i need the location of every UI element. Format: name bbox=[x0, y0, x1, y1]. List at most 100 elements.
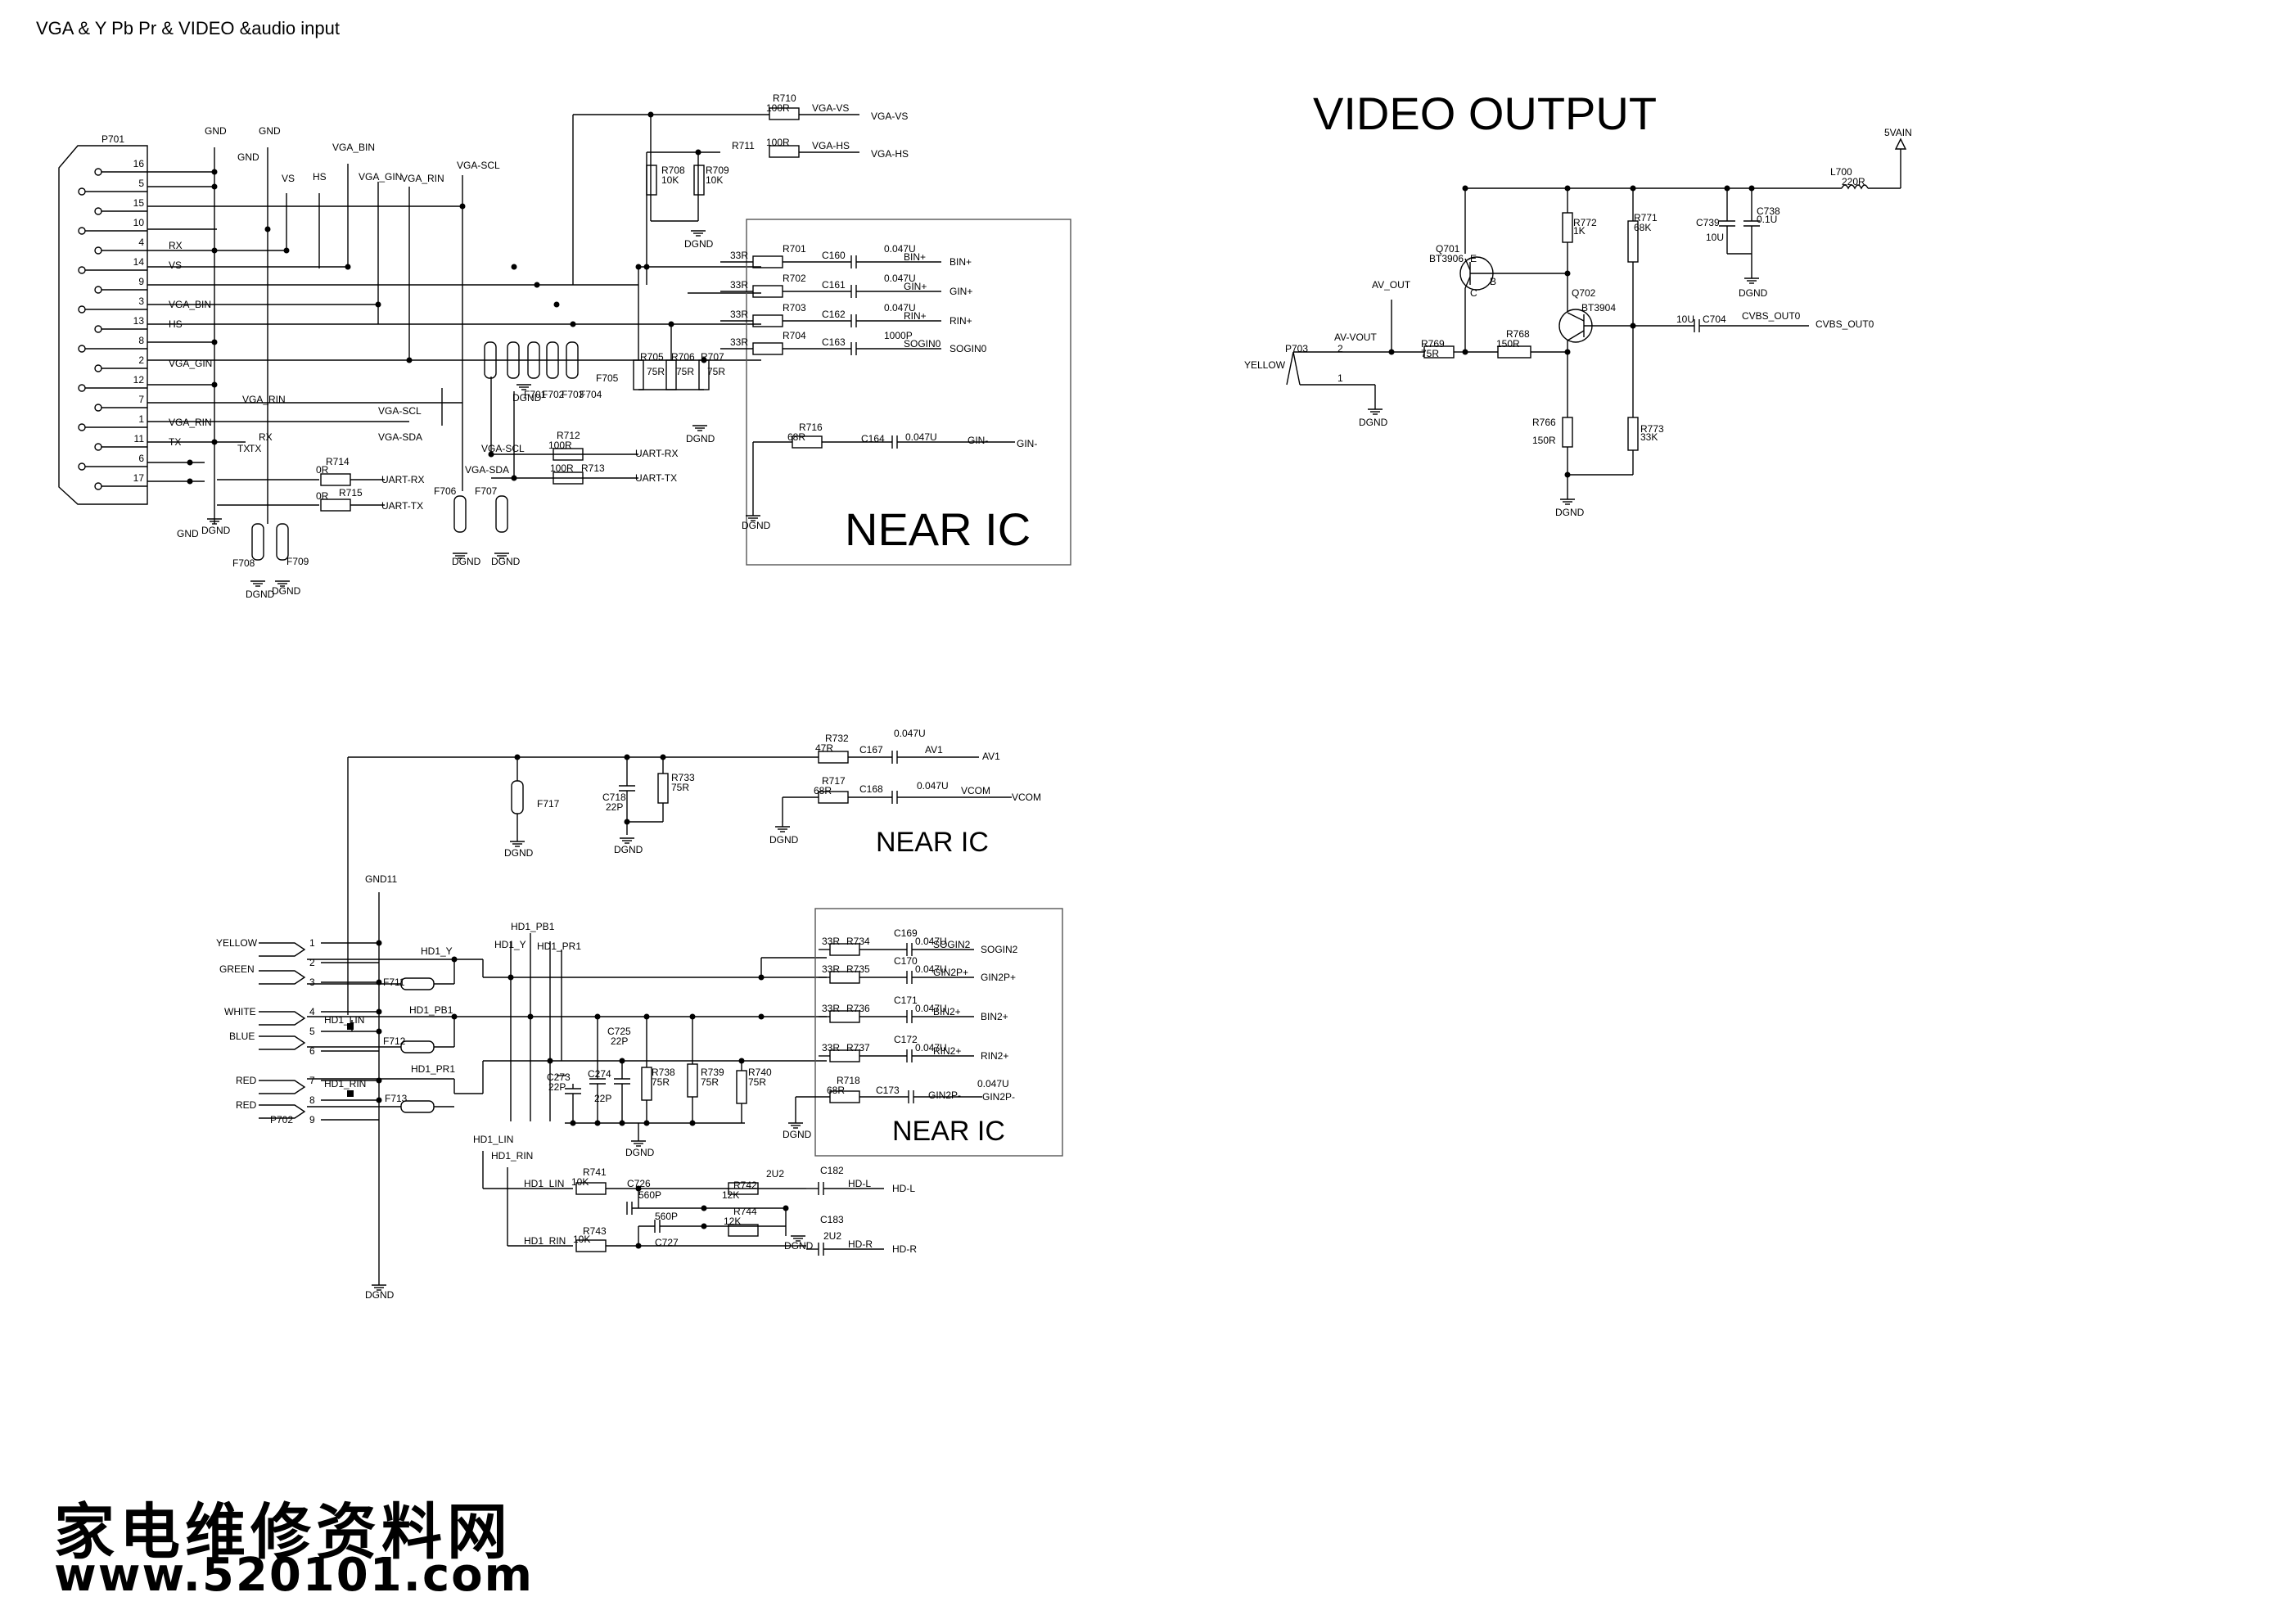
c739-val: 10U bbox=[1706, 232, 1724, 243]
l700-val: 220R bbox=[1842, 176, 1865, 187]
vga-pin-number: 2 bbox=[138, 354, 144, 366]
jack-pin-number: 4 bbox=[309, 1006, 315, 1017]
dgnd-p703: DGND bbox=[1359, 417, 1388, 428]
junction-dot bbox=[594, 1120, 601, 1126]
vga-pin-contact bbox=[78, 462, 86, 471]
c718-val: 22P bbox=[606, 801, 623, 813]
near-ic-3-resistor-ref: R734 bbox=[846, 936, 870, 947]
near-ic-1-cap-ref: C162 bbox=[822, 309, 846, 320]
q701-c: C bbox=[1470, 287, 1477, 299]
f709-ref: F709 bbox=[286, 556, 309, 567]
vga-pin-number: 11 bbox=[134, 433, 145, 444]
jack-pin-number: 8 bbox=[309, 1094, 315, 1106]
junction-dot bbox=[451, 956, 458, 963]
dgnd-jack: DGND bbox=[365, 1289, 395, 1301]
near-ic-3-resistor-ref: R736 bbox=[846, 1003, 870, 1014]
hd1-lin-port: HD1_LIN bbox=[473, 1134, 513, 1145]
r712-ref: R712 bbox=[557, 430, 580, 441]
video-output-circuit: 5VAIN L700 220R C739 10U C738 0.1U DGND … bbox=[1244, 127, 1912, 518]
dgnd-vga: DGND bbox=[201, 525, 231, 536]
junction-dot bbox=[1462, 185, 1468, 192]
p703-pin2: 2 bbox=[1337, 343, 1343, 354]
near-ic-1-cap-val: 0.047U bbox=[884, 302, 916, 314]
yellow-jack-label: YELLOW bbox=[216, 937, 258, 949]
near-ic-1-resistor-ref: R703 bbox=[783, 302, 806, 314]
junction-dot bbox=[1630, 323, 1636, 329]
c738-ref: C738 bbox=[1757, 205, 1780, 217]
c167-ref: C167 bbox=[859, 744, 883, 756]
near-ic-box-3 bbox=[814, 908, 1063, 1157]
near-ic-3-net: SOGIN2 bbox=[933, 939, 971, 950]
c273-ref: C273 bbox=[547, 1071, 571, 1083]
near-ic-1-net: SOGIN0 bbox=[904, 338, 941, 350]
uart-tx-port-1: UART-TX bbox=[635, 472, 677, 484]
hd1-lin-net-1: HD1_LIN bbox=[324, 1014, 364, 1026]
watermark-chinese: 家电维修资料网 bbox=[54, 1497, 512, 1568]
r766-val: 150R bbox=[1532, 435, 1556, 446]
junction-dot bbox=[376, 1077, 382, 1084]
vga-pin-number: 5 bbox=[138, 178, 144, 189]
resistor-r714 bbox=[320, 473, 351, 486]
cvbs-net: CVBS_OUT0 bbox=[1742, 310, 1801, 322]
vga-vs-port: VGA-VS bbox=[871, 111, 908, 122]
q701-part: BT3906 bbox=[1429, 253, 1464, 264]
vcom-port: VCOM bbox=[1012, 792, 1041, 803]
c725-ref: C725 bbox=[607, 1026, 631, 1037]
junction-dot bbox=[376, 940, 382, 946]
gin2p-minus-port: GIN2P- bbox=[982, 1091, 1015, 1103]
vga-pin-number: 7 bbox=[138, 394, 144, 405]
near-ic-3-resistor-val: 33R bbox=[822, 1042, 840, 1053]
ypbpr-filter: C725 22P C273 22P C274 22P R738 75R R739… bbox=[510, 933, 772, 1158]
near-ic-1-resistor-val: 33R bbox=[730, 279, 748, 291]
tx-port-2: TX bbox=[249, 443, 261, 454]
vga-pin-number: 16 bbox=[133, 158, 145, 169]
dgnd-f709: DGND bbox=[272, 585, 301, 597]
near-ic-3-resistor-ref: R735 bbox=[846, 963, 870, 975]
c274-ref: C274 bbox=[588, 1068, 611, 1080]
junction-dot bbox=[624, 754, 630, 760]
sheet-title: VGA & Y Pb Pr & VIDEO &audio input bbox=[36, 18, 340, 38]
junction-dot bbox=[647, 111, 654, 118]
c183-val: 2U2 bbox=[823, 1230, 841, 1242]
green-jack-label: GREEN bbox=[219, 963, 255, 975]
q701-b: B bbox=[1490, 276, 1496, 287]
f701-ref: F701 bbox=[524, 389, 547, 400]
near-ic-1-net: BIN+ bbox=[904, 251, 926, 263]
r711-ref: R711 bbox=[732, 140, 755, 151]
near-ic-1-port: RIN+ bbox=[950, 315, 972, 327]
c718-ref: C718 bbox=[602, 792, 626, 803]
av-input-circuit: DGND F717 C718 22P DGND R733 75R R732 47… bbox=[347, 728, 1041, 1015]
hd-l-net: HD-L bbox=[848, 1178, 871, 1189]
r715-val: 0R bbox=[316, 490, 329, 502]
near-ic-1-resistor-ref: R704 bbox=[783, 330, 806, 341]
c167-val: 0.047U bbox=[894, 728, 926, 739]
c173-ref: C173 bbox=[876, 1085, 900, 1096]
r717-val: 68R bbox=[814, 785, 832, 796]
vga-rin-port-2: VGA_RIN bbox=[242, 394, 286, 405]
r741-ref: R741 bbox=[583, 1166, 607, 1178]
white-jack-label: WHITE bbox=[224, 1006, 256, 1017]
dgnd-video: DGND bbox=[1555, 507, 1585, 518]
junction-dot bbox=[738, 1058, 745, 1064]
vga-pin-contact bbox=[78, 384, 86, 392]
r768-ref: R768 bbox=[1506, 328, 1530, 340]
junction-dot bbox=[635, 264, 642, 270]
r713-ref: R713 bbox=[581, 462, 605, 474]
near-ic-3-net: BIN2+ bbox=[933, 1006, 961, 1017]
vga-pin-contact bbox=[94, 286, 102, 294]
near-ic-1-port: GIN+ bbox=[950, 286, 972, 297]
vga-pin-contact bbox=[78, 305, 86, 314]
r733-ref: R733 bbox=[671, 772, 695, 783]
junction-dot bbox=[514, 754, 521, 760]
junction-dot bbox=[1462, 349, 1468, 355]
gnd-vga: GND bbox=[177, 528, 199, 539]
junction-dot bbox=[594, 1013, 601, 1020]
dgnd-term-1: DGND bbox=[686, 433, 715, 444]
c182-val: 2U2 bbox=[766, 1168, 784, 1180]
uart-rx-port-1: UART-RX bbox=[635, 448, 678, 459]
junction-dot bbox=[511, 264, 517, 270]
junction-dot bbox=[783, 1205, 789, 1211]
rca-jack-symbol bbox=[259, 970, 306, 985]
junction-dot bbox=[643, 1120, 650, 1126]
